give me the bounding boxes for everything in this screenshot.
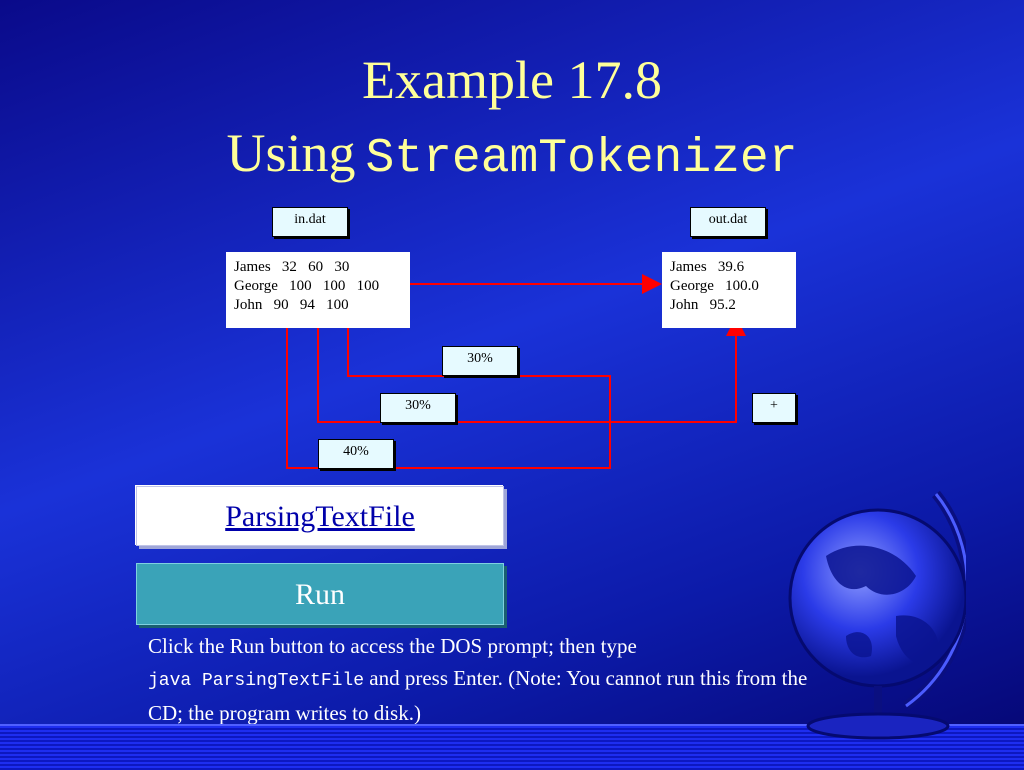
instructions-part1: Click the Run button to access the DOS p… [148,634,637,658]
output-line: James 39.6 [670,259,745,275]
input-line: George 100 100 100 [234,278,380,294]
instructions-text: Click the Run button to access the DOS p… [148,630,808,729]
input-line: James 32 60 30 [234,259,350,275]
output-file-label: out.dat [690,207,766,237]
subtitle-code: StreamTokenizer [365,132,798,186]
globe-icon [788,490,966,740]
subtitle-prefix: Using [226,123,356,183]
output-data-box: James 39.6 George 100.0 John 95.2 [662,252,796,328]
parsing-text-file-link[interactable]: ParsingTextFile [136,486,504,546]
weight-label-bottom: 40% [318,439,394,469]
input-file-label: in.dat [272,207,348,237]
instructions-part2: and press Enter. (Note: You cannot run t… [148,666,808,725]
weight-label-top: 30% [442,346,518,376]
instructions-code: java ParsingTextFile [148,671,365,691]
output-line: John 95.2 [670,297,736,313]
input-data-box: James 32 60 30 George 100 100 100 John 9… [226,252,410,328]
input-line: John 90 94 100 [234,297,349,313]
output-line: George 100.0 [670,278,759,294]
weight-label-middle: 30% [380,393,456,423]
sum-operator-label: + [752,393,796,423]
slide-title: Example 17.8 [362,50,662,110]
column-2-path [317,316,746,423]
run-button[interactable]: Run [136,563,504,625]
